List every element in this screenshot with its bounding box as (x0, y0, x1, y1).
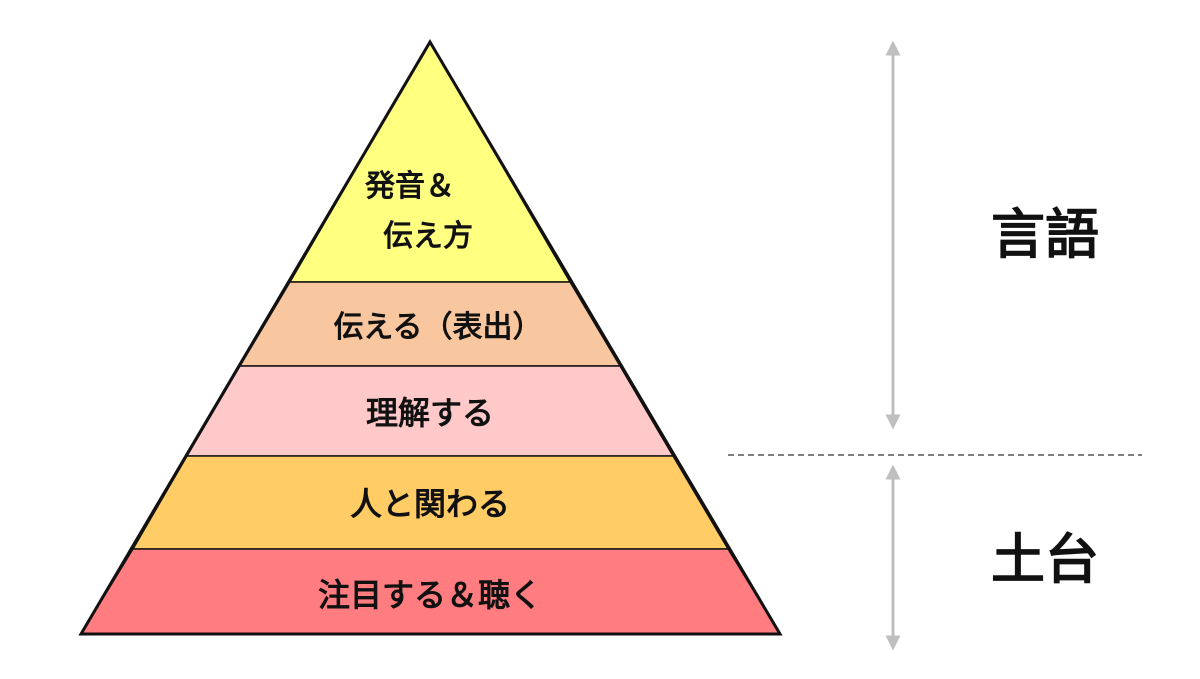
group-label-foundation: 土台 (991, 528, 1099, 591)
layer-label-pronunciation-line1: 発音＆ (364, 169, 455, 204)
layer-label-understanding: 理解する (366, 394, 494, 432)
layer-label-interaction: 人と関わる (350, 485, 510, 523)
group-label-language: 言語 (991, 203, 1099, 266)
layer-label-expression: 伝える（表出） (333, 310, 542, 345)
layer-label-attention-listening: 注目する＆聴く (318, 576, 542, 614)
pyramid-outline (78, 39, 783, 636)
layer-label-pronunciation-line2: 伝え方 (383, 219, 473, 254)
